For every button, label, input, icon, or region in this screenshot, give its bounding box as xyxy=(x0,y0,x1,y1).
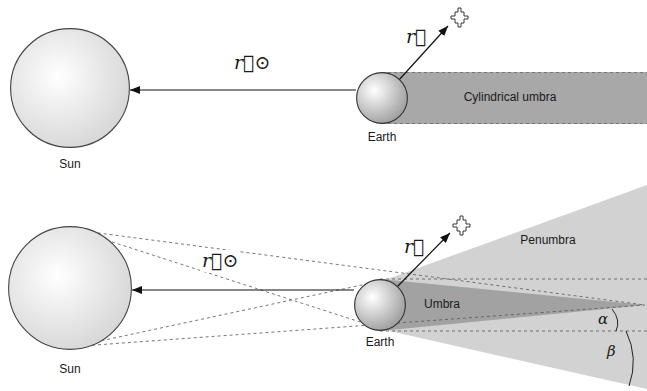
earth-circle-shape xyxy=(355,280,406,331)
satellite-icon xyxy=(451,8,468,27)
earth-circle-shape xyxy=(357,73,408,124)
sun-circle: Sun xyxy=(8,226,132,350)
vector-label: r⃗ xyxy=(406,26,426,48)
band-border xyxy=(382,123,647,124)
region-label: Cylindrical umbra xyxy=(464,91,557,105)
sun-circle-outline xyxy=(10,28,130,148)
earth-circle: Earth xyxy=(356,72,408,124)
vector-label: r⃗ xyxy=(404,236,424,258)
sun-circle: Sun xyxy=(10,28,130,148)
region-label: Umbra xyxy=(424,298,460,312)
body-label: Sun xyxy=(59,363,80,377)
body-label: Earth xyxy=(366,336,395,350)
angle-label: α xyxy=(598,311,608,328)
band-fill xyxy=(382,72,647,124)
region-label: Penumbra xyxy=(520,234,575,248)
band-border xyxy=(382,72,647,73)
shadow-band: Cylindrical umbra xyxy=(382,72,647,124)
sun-circle-shape xyxy=(9,227,132,350)
vector-arrow xyxy=(130,89,356,90)
body-label: Earth xyxy=(368,131,397,145)
vector-label: r⃗⊙ xyxy=(200,250,240,272)
angle-label: β xyxy=(607,343,616,360)
satellite-icon xyxy=(453,216,470,235)
body-label: Sun xyxy=(59,158,80,172)
sun-circle-outline xyxy=(8,226,132,350)
region-fill xyxy=(380,279,645,331)
earth-circle-outline xyxy=(354,279,406,331)
vector-arrow xyxy=(132,289,354,290)
earth-circle: Earth xyxy=(354,279,406,331)
vector-label: r⃗⊙ xyxy=(232,52,272,74)
earth-circle-outline xyxy=(356,72,408,124)
sun-circle-shape xyxy=(11,29,130,148)
